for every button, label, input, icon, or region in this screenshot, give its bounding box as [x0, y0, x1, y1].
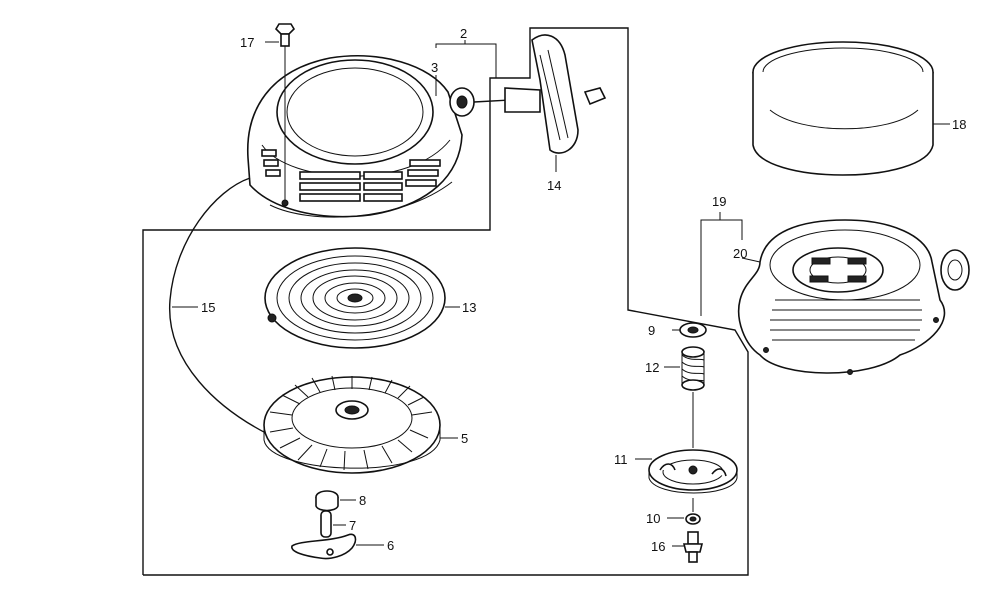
callout-17: 17	[240, 35, 254, 50]
callout-2: 2	[460, 26, 467, 41]
part-8-collar	[315, 490, 356, 512]
callout-19: 19	[712, 194, 726, 209]
part-17-bolt	[265, 23, 296, 47]
callout-6: 6	[387, 538, 394, 553]
frame-lines	[142, 27, 749, 576]
part-10-nut	[667, 513, 701, 525]
callout-11: 11	[614, 452, 628, 467]
part-16-bolt	[672, 531, 704, 563]
callout-10: 10	[646, 511, 660, 526]
callout-5: 5	[461, 431, 468, 446]
part-7-pin	[320, 510, 346, 538]
callout-labels: 2 3 17 14 15 13 5 8 7 6 18 19 20 9 12 11…	[201, 26, 966, 554]
part-20-starter-assembly	[737, 219, 970, 375]
callout-14: 14	[547, 178, 561, 193]
callout-18: 18	[952, 117, 966, 132]
callout-7: 7	[349, 518, 356, 533]
housing-vents	[261, 149, 441, 202]
part-5-recoil-reel	[263, 375, 458, 474]
callout-3: 3	[431, 60, 438, 75]
callout-16: 16	[651, 539, 665, 554]
part-12-spring	[664, 346, 705, 448]
part-6-ratchet-pawl	[291, 533, 384, 560]
part-13-recoil-spring	[264, 247, 460, 349]
part-14-starter-grip	[473, 34, 607, 172]
assembly-vents	[770, 299, 922, 341]
callout-12: 12	[645, 360, 659, 375]
part-3-starter-housing	[247, 46, 475, 218]
callout-20: 20	[733, 246, 747, 261]
reel-ribs	[269, 375, 433, 471]
part-11-friction-plate	[635, 449, 738, 512]
callout-13: 13	[462, 300, 476, 315]
callout-9: 9	[648, 323, 655, 338]
part-15-starter-rope	[169, 177, 281, 441]
part-9-washer	[672, 322, 707, 338]
callout-15: 15	[201, 300, 215, 315]
callout-8: 8	[359, 493, 366, 508]
part-18-cover-ring	[752, 41, 950, 176]
